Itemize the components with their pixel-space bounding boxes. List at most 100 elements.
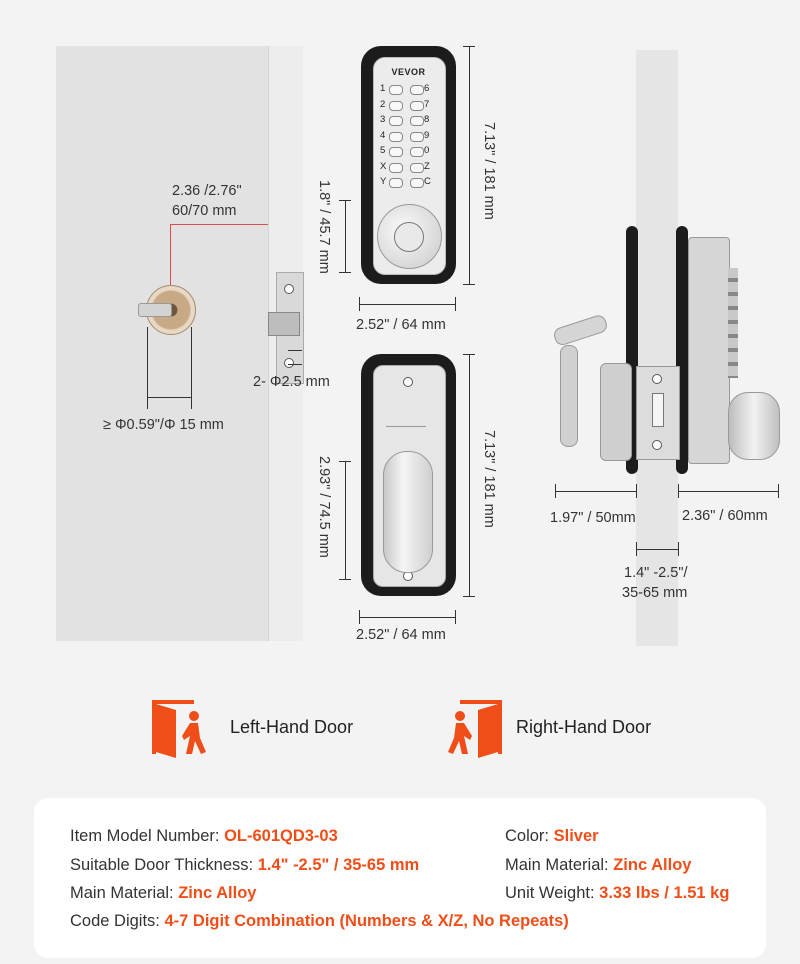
- keypad-key-left-label: Y: [380, 176, 387, 187]
- hole-spacing-vertical-line: [170, 224, 171, 296]
- keypad-key-right-label: C: [424, 176, 431, 187]
- spec-model-label: Item Model Number:: [70, 827, 220, 845]
- spindle-bar-illustration: [138, 303, 172, 317]
- keypad-key-right-label: 9: [424, 129, 430, 141]
- left-hand-door-label: Left-Hand Door: [230, 717, 354, 737]
- side-lever-handle: [552, 313, 609, 348]
- hole-diameter-left-line: [147, 327, 148, 409]
- latch-screw-top: [284, 284, 294, 294]
- door-side-illustration: [636, 50, 678, 646]
- spec-color: Color: Sliver: [505, 827, 599, 846]
- hole-spacing-label: 2.36 /2.76": [172, 183, 242, 199]
- keypad-key-left-label: 2: [380, 98, 386, 110]
- back-lever-illustration: [383, 451, 433, 573]
- thickness-tick-b: [678, 542, 679, 556]
- keypad-key-left-button: [389, 162, 403, 173]
- front-height-label: 7.13" / 181 mm: [481, 122, 497, 220]
- keypad-key-right-button: [410, 178, 424, 188]
- hole-spacing-line: [170, 224, 268, 225]
- spec-thickness-label: Suitable Door Thickness:: [70, 856, 254, 874]
- brand-logo: VEVOR: [391, 67, 426, 77]
- keypad-key-right-button: [410, 85, 424, 95]
- back-width-label: 2.52" / 64 mm: [356, 627, 446, 643]
- spec-material-2: Main Material: Zinc Alloy: [505, 856, 691, 875]
- front-width-label: 2.52" / 64 mm: [356, 317, 446, 333]
- spec-code-digits-value: 4-7 Digit Combination (Numbers & X/Z, No…: [164, 912, 569, 930]
- spec-thickness-value: 1.4" -2.5" / 35-65 mm: [257, 856, 420, 874]
- side-lever-arm: [560, 345, 578, 447]
- specifications-card: [34, 798, 766, 958]
- side-left-line: [555, 491, 636, 492]
- spec-model: Item Model Number: OL-601QD3-03: [70, 827, 338, 846]
- side-left-tick-b: [636, 484, 637, 498]
- spec-material-label: Main Material:: [70, 884, 174, 902]
- thickness-label: 1.4" -2.5"/: [624, 565, 688, 581]
- keypad-key-right-button: [410, 147, 424, 157]
- spec-weight-value: 3.33 lbs / 1.51 kg: [599, 884, 730, 902]
- keypad-key-right-label: 6: [424, 83, 430, 94]
- knob-height-line: [345, 200, 346, 272]
- hole-diameter-right-line: [191, 327, 192, 409]
- spec-weight-label: Unit Weight:: [505, 884, 595, 902]
- hole-spacing-mm-label: 60/70 mm: [172, 203, 237, 219]
- screw-holes-label: 2- Φ2.5 mm: [253, 374, 330, 390]
- keypad-key-right-label: 0: [424, 145, 430, 156]
- spec-code-digits-label: Code Digits:: [70, 912, 160, 930]
- left-hand-door-icon: [150, 696, 214, 765]
- hole-diameter-label: ≥ Φ0.59"/Φ 15 mm: [103, 417, 224, 433]
- knob-height-label: 1.8" / 45.7 mm: [316, 180, 332, 274]
- keypad-key-left-label: 4: [380, 129, 386, 141]
- front-height-tick-bottom: [463, 284, 475, 285]
- latch-screw-bottom: [284, 358, 294, 368]
- back-width-line: [359, 617, 455, 618]
- keypad-key-left-button: [389, 178, 403, 188]
- lever-height-line: [345, 461, 346, 579]
- hole-diameter-line: [147, 397, 192, 398]
- keypad-key-left-label: 5: [380, 145, 386, 156]
- side-right-line: [678, 491, 778, 492]
- back-height-tick-bottom: [463, 596, 475, 597]
- spec-thickness: Suitable Door Thickness: 1.4" -2.5" / 35…: [70, 856, 419, 875]
- side-keypad-buttons: [728, 268, 738, 378]
- knob-height-tick-bottom: [339, 272, 351, 273]
- keypad-key-right-button: [410, 131, 424, 142]
- back-width-tick-right: [455, 610, 456, 624]
- spec-material-2-label: Main Material:: [505, 856, 609, 874]
- keypad-key-left-button: [389, 131, 403, 142]
- spec-material: Main Material: Zinc Alloy: [70, 884, 256, 903]
- right-hand-door-label: Right-Hand Door: [516, 717, 652, 737]
- side-latch-slot: [652, 393, 664, 427]
- keypad-key-left-label: 3: [380, 114, 386, 125]
- spec-model-value: OL-601QD3-03: [224, 827, 338, 845]
- keypad-key-left-label: 1: [380, 83, 386, 94]
- spec-weight: Unit Weight: 3.33 lbs / 1.51 kg: [505, 884, 729, 903]
- keypad-key-right-label: 8: [424, 114, 430, 125]
- side-lock-body: [688, 237, 730, 464]
- side-screw-top: [652, 374, 662, 384]
- screw-dim-tick-bottom: [288, 364, 302, 365]
- spec-color-value: Sliver: [553, 827, 599, 845]
- keypad-key-left-button: [389, 147, 403, 157]
- side-right-label: 2.36" / 60mm: [682, 508, 768, 524]
- thickness-mm-label: 35-65 mm: [622, 585, 688, 601]
- keypad-key-right-button: [410, 100, 424, 111]
- keypad-key-left-button: [389, 100, 403, 111]
- front-width-tick-right: [455, 297, 456, 311]
- spec-code-digits: Code Digits: 4-7 Digit Combination (Numb…: [70, 912, 569, 931]
- keypad-key-right-label: 7: [424, 98, 430, 110]
- lever-height-tick-bottom: [339, 579, 351, 580]
- spec-material-2-value: Zinc Alloy: [613, 856, 692, 874]
- right-hand-door-icon: [440, 696, 504, 765]
- back-height-line: [469, 354, 470, 596]
- keypad-key-left-button: [389, 85, 403, 95]
- front-height-line: [469, 46, 470, 284]
- door-face-illustration: [56, 46, 268, 641]
- key-cylinder-illustration: [394, 222, 424, 252]
- screw-dim-tick-top: [288, 350, 302, 351]
- keypad-key-right-label: Z: [424, 160, 430, 172]
- side-screw-bottom: [652, 440, 662, 450]
- front-width-line: [359, 304, 455, 305]
- keypad-key-left-label: X: [380, 160, 387, 172]
- back-height-label: 7.13" / 181 mm: [481, 430, 497, 528]
- keypad-key-right-button: [410, 116, 424, 126]
